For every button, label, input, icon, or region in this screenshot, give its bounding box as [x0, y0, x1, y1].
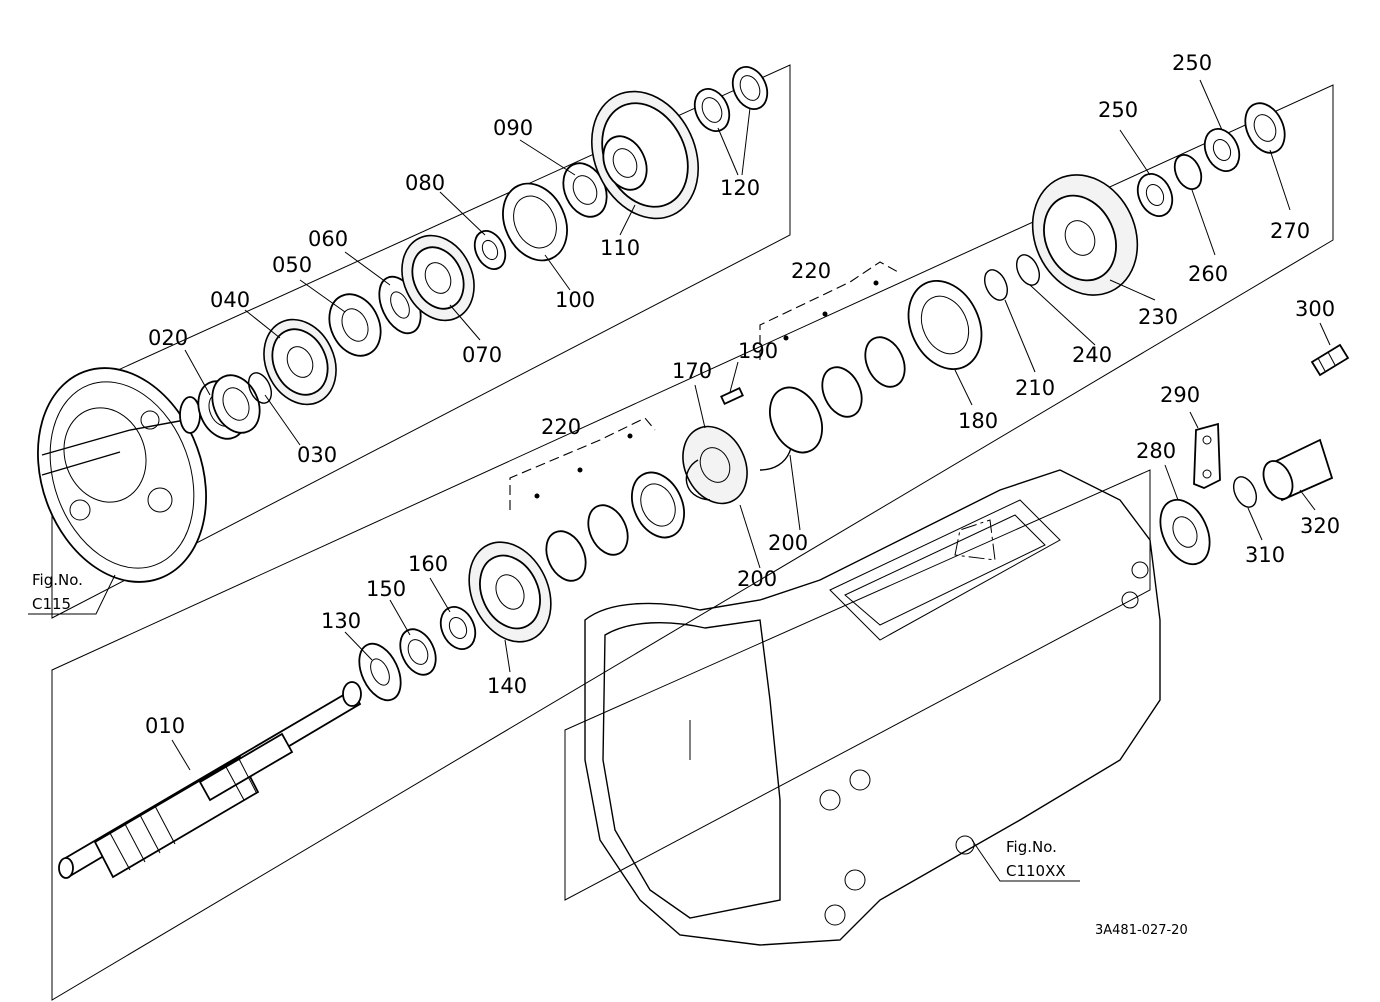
label-160: 160 — [408, 552, 448, 576]
figure-reference-c110xx: Fig.No. C110XX — [971, 838, 1080, 882]
leader-lines — [171, 79, 1331, 771]
figure-reference-c115: Fig.No. C115 — [28, 571, 116, 615]
label-200-a: 200 — [737, 567, 777, 591]
label-020: 020 — [148, 326, 188, 350]
label-210: 210 — [1015, 376, 1055, 400]
label-060: 060 — [308, 227, 348, 251]
part-number-labels: 010 020 030 040 050 060 070 080 090 100 … — [145, 51, 1340, 738]
label-180: 180 — [958, 409, 998, 433]
fig-ref-c110xx-prefix: Fig.No. — [1006, 838, 1057, 856]
label-200-b: 200 — [768, 531, 808, 555]
middle-shaft-parts — [358, 102, 1286, 702]
label-090: 090 — [493, 116, 533, 140]
fig-ref-c115-prefix: Fig.No. — [32, 571, 83, 589]
clutch-housing — [37, 367, 207, 583]
label-240: 240 — [1072, 343, 1112, 367]
upper-shaft-parts — [197, 66, 769, 440]
label-290: 290 — [1160, 383, 1200, 407]
assembly-frames — [51, 64, 1334, 1001]
label-280: 280 — [1136, 439, 1176, 463]
label-130: 130 — [321, 609, 361, 633]
fig-ref-c115-number: C115 — [32, 595, 71, 613]
label-120: 120 — [720, 176, 760, 200]
drawing-code: 3A481-027-20 — [1095, 923, 1188, 938]
label-100: 100 — [555, 288, 595, 312]
label-040: 040 — [210, 288, 250, 312]
label-140: 140 — [487, 674, 527, 698]
label-260: 260 — [1188, 262, 1228, 286]
label-230: 230 — [1138, 305, 1178, 329]
label-250-b: 250 — [1172, 51, 1212, 75]
label-310: 310 — [1245, 543, 1285, 567]
label-030: 030 — [297, 443, 337, 467]
label-250-a: 250 — [1098, 98, 1138, 122]
label-050: 050 — [272, 253, 312, 277]
label-010: 010 — [145, 714, 185, 738]
label-110: 110 — [600, 236, 640, 260]
label-070: 070 — [462, 343, 502, 367]
label-300: 300 — [1295, 297, 1335, 321]
label-270: 270 — [1270, 219, 1310, 243]
label-080: 080 — [405, 171, 445, 195]
label-320: 320 — [1300, 514, 1340, 538]
label-190: 190 — [738, 339, 778, 363]
label-220-b: 220 — [791, 259, 831, 283]
label-170: 170 — [672, 359, 712, 383]
right-side-parts — [1159, 343, 1350, 566]
transmission-case — [584, 469, 1161, 946]
label-150: 150 — [366, 577, 406, 601]
fig-ref-c110xx-number: C110XX — [1006, 862, 1066, 880]
main-shaft — [58, 681, 362, 879]
synchro-group-brackets — [509, 261, 899, 510]
label-220-a: 220 — [541, 415, 581, 439]
